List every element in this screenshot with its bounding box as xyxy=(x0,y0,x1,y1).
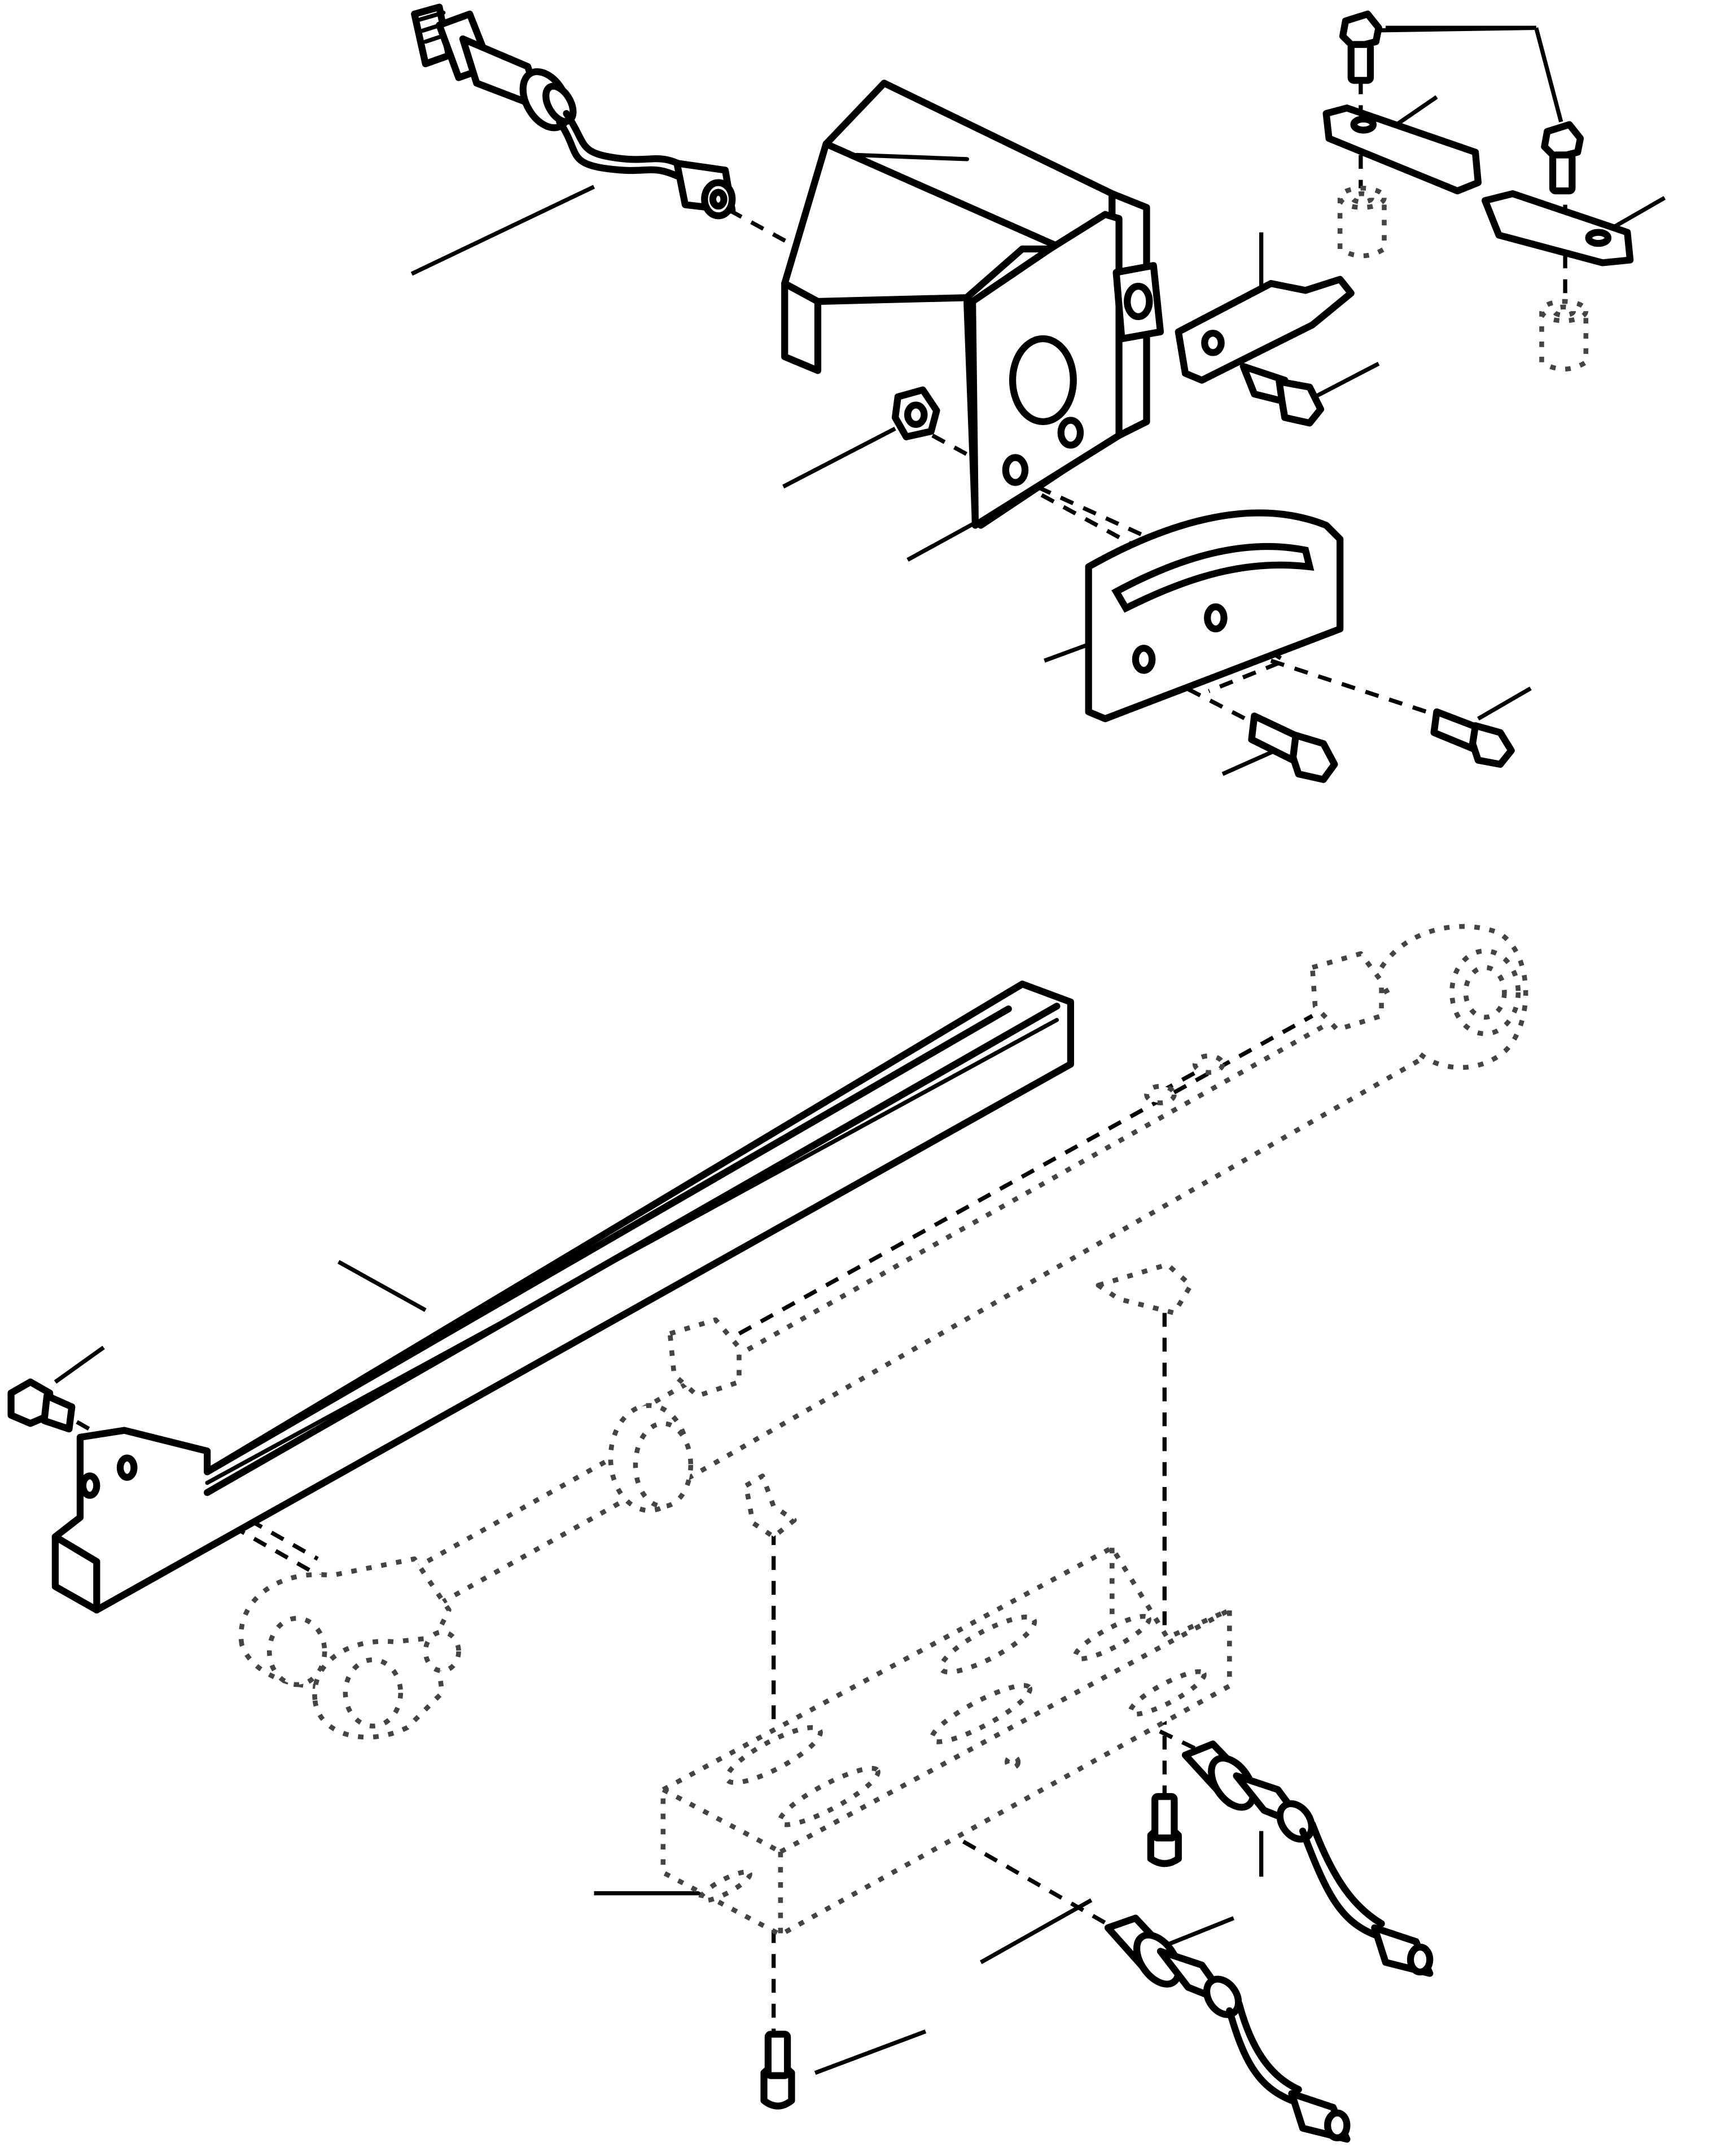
hydraulic-cylinder-icon xyxy=(238,924,1528,1740)
spacer-icon xyxy=(1337,185,1589,372)
hex-bolt-icon xyxy=(7,10,1584,1433)
flat-plate-a-icon xyxy=(1322,104,1482,195)
u-channel-bracket-icon xyxy=(660,1545,1232,1938)
hex-nut-icon xyxy=(891,386,940,440)
proximity-sensor-icon xyxy=(1104,1740,1434,2143)
sensor-top-icon xyxy=(411,3,736,220)
slotted-plate-icon xyxy=(1085,509,1344,723)
channel-beam-icon xyxy=(51,980,1074,1613)
bracket-housing-icon xyxy=(781,80,1164,529)
small-bracket-icon xyxy=(1175,275,1355,384)
socket-screw-icon xyxy=(760,1793,1182,2110)
flat-plate-b-icon xyxy=(1482,190,1634,266)
